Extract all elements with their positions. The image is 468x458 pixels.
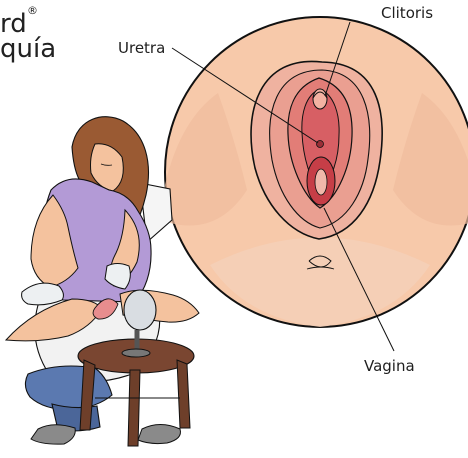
- magnified-view: [165, 17, 468, 327]
- vaginal-detail: [315, 169, 327, 195]
- mirror-base: [122, 349, 150, 357]
- hand-mirror: [124, 290, 156, 330]
- left-glove: [22, 283, 64, 305]
- left-shoe: [31, 425, 75, 444]
- pants: [25, 366, 112, 410]
- header-line2: quía: [0, 34, 56, 64]
- right-shoe: [138, 425, 180, 444]
- label-clitoris: Clitoris: [381, 4, 433, 22]
- table-leg-center: [128, 370, 140, 446]
- label-uretra: Uretra: [118, 39, 165, 57]
- urethra-opening: [317, 141, 324, 148]
- table-leg-right: [177, 360, 190, 428]
- header-line1-mark: ®: [27, 4, 38, 17]
- label-vagina: Vagina: [364, 357, 415, 375]
